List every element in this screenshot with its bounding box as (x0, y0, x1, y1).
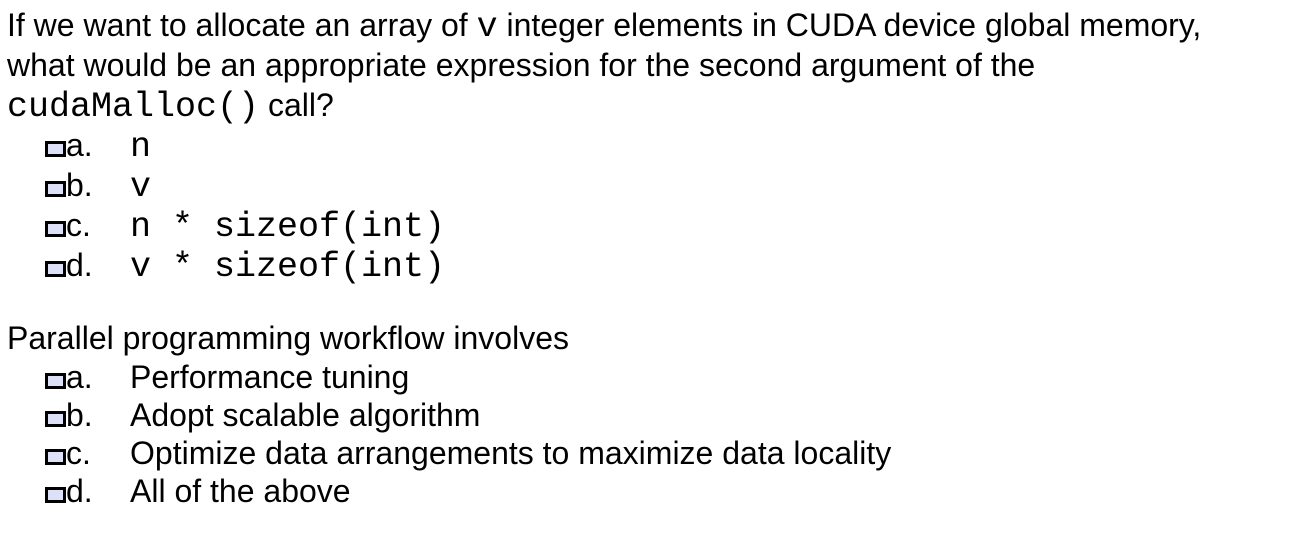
option-row-q1-a: a. n (7, 125, 1312, 165)
question-1-line-1: If we want to allocate an array of v int… (7, 5, 1312, 45)
quiz-page: If we want to allocate an array of v int… (7, 5, 1312, 510)
inline-code-v: v (476, 7, 498, 47)
checkbox-q2-a[interactable] (45, 373, 66, 389)
question-2-options: a. Performance tuning b. Adopt scalable al… (7, 358, 1312, 510)
option-row-q2-a: a. Performance tuning (7, 358, 1312, 396)
option-text: All of the above (130, 473, 351, 509)
option-letter: a. (66, 359, 93, 395)
option-row-q2-b: b. Adopt scalable algorithm (7, 396, 1312, 434)
question-2: Parallel programming workflow involves a… (7, 318, 1312, 510)
option-letter: b. (66, 167, 93, 203)
option-row-q1-c: c. n * sizeof(int) (7, 205, 1312, 245)
checkbox-q1-a[interactable] (45, 141, 66, 157)
question-1-line-3: cudaMalloc() call? (7, 85, 1312, 125)
checkbox-q2-c[interactable] (45, 449, 66, 465)
checkbox-q1-d[interactable] (45, 261, 66, 277)
option-row-q1-d: d. v * sizeof(int) (7, 245, 1312, 285)
checkbox-q1-c[interactable] (45, 221, 66, 237)
option-text-code: v (130, 167, 152, 207)
option-text: Adopt scalable algorithm (130, 397, 481, 433)
question-2-title: Parallel programming workflow involves (7, 318, 1312, 358)
option-letter: a. (66, 127, 93, 163)
inline-code-cudamalloc: cudaMalloc() (7, 87, 260, 127)
checkbox-q2-b[interactable] (45, 411, 66, 427)
option-text-code: v * sizeof(int) (130, 247, 446, 287)
option-letter: d. (66, 473, 93, 509)
option-text: Optimize data arrangements to maximize d… (130, 435, 892, 471)
option-row-q1-b: b. v (7, 165, 1312, 205)
question-1: If we want to allocate an array of v int… (7, 5, 1312, 285)
question-1-text: If we want to allocate an array of (7, 7, 477, 43)
option-text-code: n (130, 127, 152, 167)
question-1-line-2: what would be an appropriate expression … (7, 45, 1312, 85)
option-text-code: n * sizeof(int) (130, 207, 446, 247)
question-2-text: Parallel programming workflow involves (7, 320, 569, 356)
question-1-text: integer elements in CUDA device global m… (497, 7, 1202, 43)
question-1-text: call? (259, 87, 334, 123)
option-row-q2-c: c. Optimize data arrangements to maximize… (7, 434, 1312, 472)
option-letter: b. (66, 397, 93, 433)
option-row-q2-d: d. All of the above (7, 472, 1312, 510)
option-text: Performance tuning (130, 359, 410, 395)
option-letter: d. (66, 247, 93, 283)
option-letter: c. (66, 435, 91, 471)
checkbox-q1-b[interactable] (45, 181, 66, 197)
question-1-options: a. n b. v c. n * sizeof(int) d. v * sizeof(i… (7, 125, 1312, 285)
option-letter: c. (66, 207, 91, 243)
checkbox-q2-d[interactable] (45, 487, 66, 503)
question-1-text: what would be an appropriate expression … (7, 47, 1036, 83)
